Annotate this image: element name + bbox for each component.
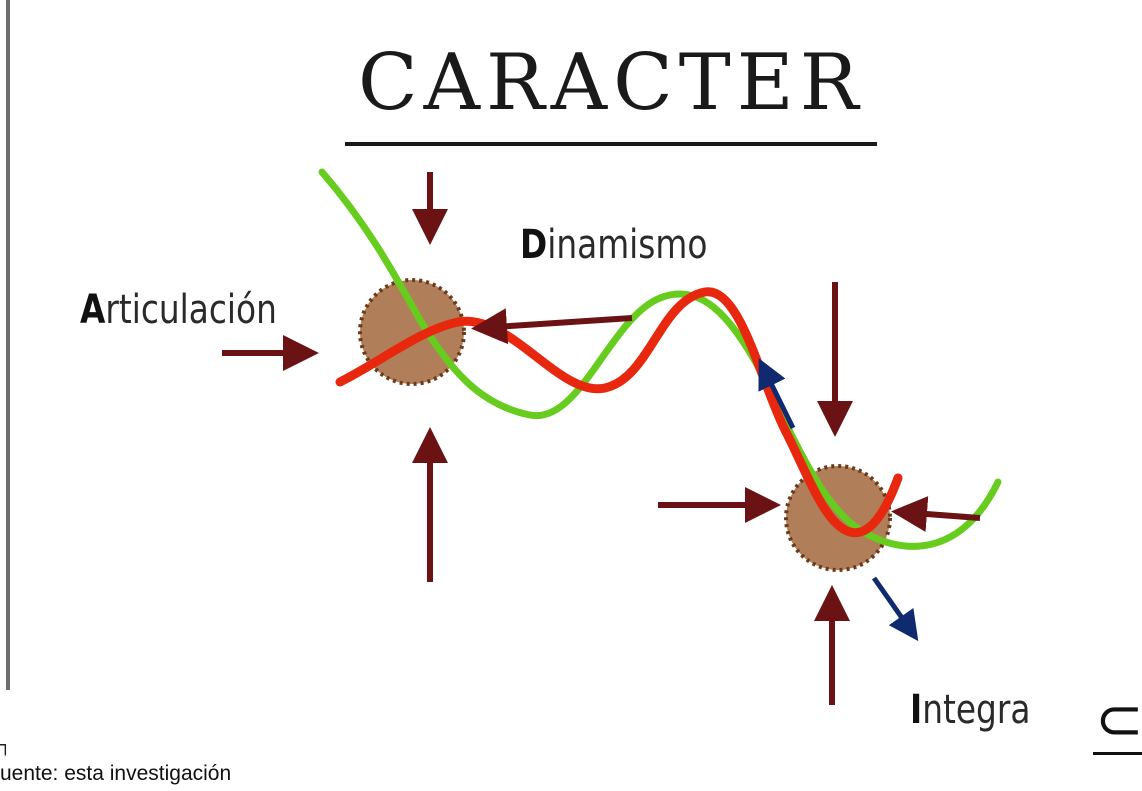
label-integra: Integra xyxy=(910,690,1030,730)
cropped-letter-fragment: ⊂ xyxy=(1095,690,1142,748)
label-dinamismo-initial: D xyxy=(520,222,547,268)
arrow-dinamismo-left xyxy=(480,318,632,328)
arrow-right-left xyxy=(900,512,980,518)
articulation-node xyxy=(360,280,464,384)
label-dinamismo: Dinamismo xyxy=(520,225,707,265)
label-articulacion-initial: A xyxy=(80,287,105,333)
label-articulacion: Articulación xyxy=(80,290,277,330)
cropped-underline-fragment xyxy=(1093,752,1142,755)
label-dinamismo-rest: inamismo xyxy=(547,222,707,268)
blue-arrow-down xyxy=(874,578,914,635)
corner-mark: ┐ xyxy=(0,735,11,756)
source-caption: uente: esta investigación xyxy=(0,762,231,786)
label-integra-initial: I xyxy=(910,687,922,733)
label-integra-rest: ntegra xyxy=(922,687,1030,733)
label-articulacion-rest: rticulación xyxy=(105,287,276,333)
